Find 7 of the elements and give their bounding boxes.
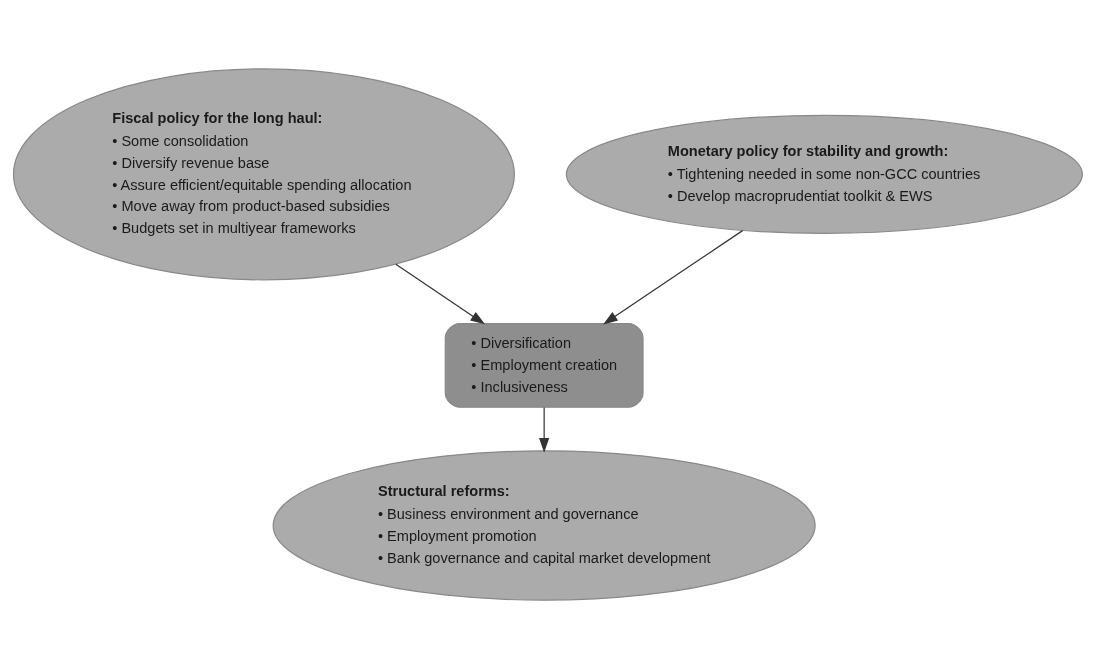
node-ellipse: Fiscal policy for the long haul: • Some consolidation • Diversify revenue base • Assure efficient/equitable spending allocation • Move away from product-based subsidies • Budgets set in multiyear frameworks	[12, 67, 515, 280]
arrow	[395, 263, 486, 324]
node-ellipse: Monetary policy for stability and growth: • Tightening needed in some non-GCC countries • Develop macroprudentiat toolkit & EWS	[565, 114, 1083, 234]
arrow	[603, 229, 744, 324]
node-ellipse: Structural reforms: • Business environment and governance • Employment promotion • Bank governance and capital market development	[272, 449, 816, 601]
arrow	[539, 406, 550, 453]
node-box: • Diversification • Employment creation • Inclusiveness	[444, 322, 644, 408]
